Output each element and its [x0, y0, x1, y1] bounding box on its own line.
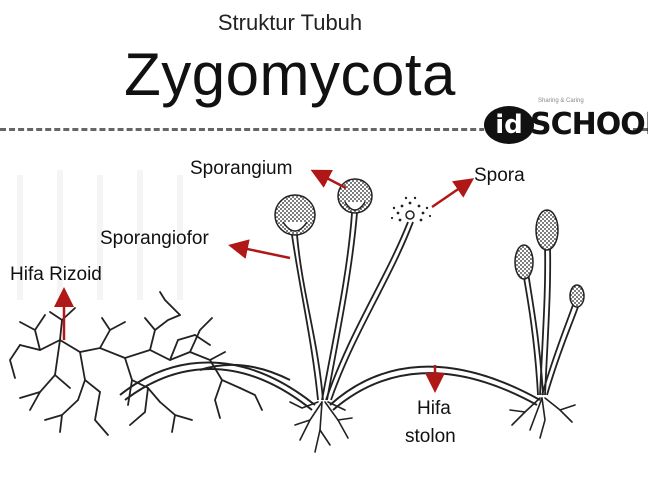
logo-tagline: Sharing & Caring	[538, 98, 584, 104]
arrow-spora	[431, 178, 475, 209]
spores-released	[390, 196, 432, 222]
stolon-hyphae	[119, 361, 541, 411]
rhizoid-network	[9, 291, 263, 436]
logo-school-wordmark: SCHOOL	[530, 107, 648, 142]
sporangiophore-cluster	[291, 212, 414, 401]
diagram-subtitle: Struktur Tubuh	[217, 10, 363, 35]
sporangium-center	[337, 178, 373, 214]
center-rhizoids	[289, 401, 353, 453]
label-sporangium: Sporangium	[190, 158, 293, 179]
logo-id-mark: id	[484, 106, 534, 144]
idschool-logo: Sharing & Caring id SCHOOL	[484, 98, 648, 150]
label-hifa-stolon-line2: stolon	[405, 426, 456, 447]
header-divider	[0, 128, 648, 131]
arrow-sporangium	[310, 169, 347, 190]
young-sporangiophore-cluster	[522, 244, 580, 396]
annotation-arrows	[54, 169, 475, 393]
label-hifa-rizoid: Hifa Rizoid	[10, 264, 102, 285]
diagram-title: Zygomycota	[124, 41, 456, 108]
arrow-sporangiofor	[228, 239, 291, 260]
background-texture	[17, 170, 183, 300]
young-sporangia	[514, 209, 585, 308]
label-hifa-stolon-line1: Hifa	[417, 398, 451, 419]
label-sporangiofor: Sporangiofor	[100, 228, 209, 249]
sporangium-left	[274, 194, 316, 236]
label-spora: Spora	[474, 165, 525, 186]
right-rhizoids	[509, 397, 576, 439]
